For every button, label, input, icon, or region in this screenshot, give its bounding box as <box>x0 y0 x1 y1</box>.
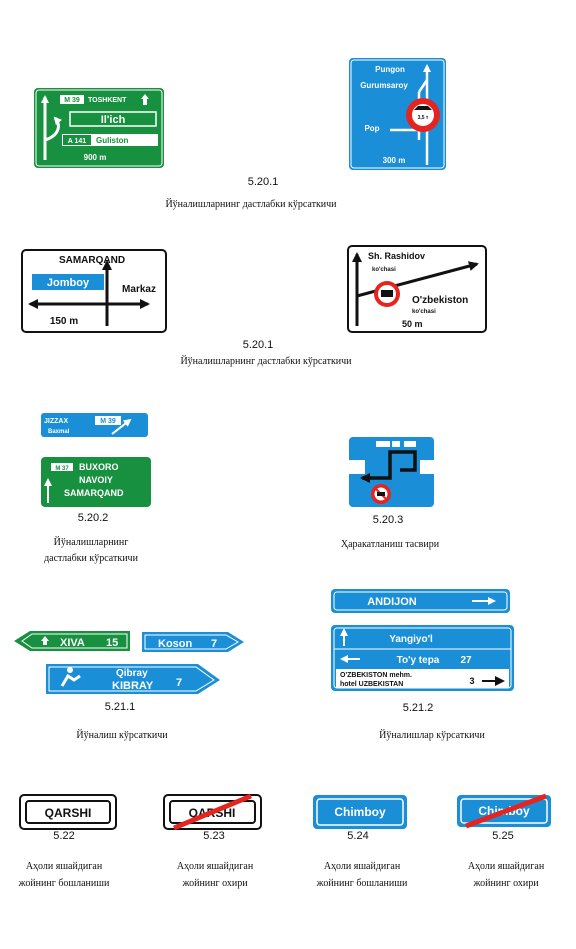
sign-caption: Аҳоли яшайдиган <box>26 861 103 872</box>
sign-5-20-3 <box>349 437 434 507</box>
sign-code: 5.20.3 <box>373 514 404 526</box>
sign-5-23: QARSHI <box>163 793 262 831</box>
sign-code: 5.20.2 <box>78 512 109 524</box>
sign-caption: Йўналиш кўрсаткичи <box>76 729 168 741</box>
sign-caption: дастлабки кўрсаткичи <box>44 553 139 564</box>
destination-label: NAVOIY <box>79 475 113 485</box>
destination-label: ANDIJON <box>367 596 417 608</box>
route-badge: M 37 <box>55 466 69 472</box>
sign-5-21-2-top: ANDIJON <box>331 589 510 613</box>
sign-caption: Йўналишларнинг дастлабки кўрсаткичи <box>165 198 337 210</box>
destination-label: KIBRAY <box>112 680 154 692</box>
sign-code: 5.22 <box>53 830 74 842</box>
destination-label: Pungon <box>375 65 405 74</box>
destination-label: hotel UZBEKISTAN <box>340 681 403 688</box>
distance-label: 150 m <box>50 316 78 327</box>
sign-5-20-1-white-2: Sh. Rashidov ko'chasi O'zbekiston ko'cha… <box>347 245 487 333</box>
destination-label: Jomboy <box>47 277 90 289</box>
destination-label: Il'ich <box>101 114 126 126</box>
destination-sublabel: ko'chasi <box>372 267 396 273</box>
distance-number: 27 <box>460 655 472 666</box>
settlement-name: QARSHI <box>45 806 92 820</box>
sign-code: 5.25 <box>492 830 513 842</box>
distance-label: 300 m <box>383 156 406 165</box>
sign-code: 5.20.1 <box>248 176 279 188</box>
distance-number: 3 <box>469 676 474 686</box>
sign-caption: жойнинг бошланиши <box>316 878 408 889</box>
sign-caption: Йўналишлар кўрсаткичи <box>379 729 485 741</box>
destination-label: Yangiyo'l <box>389 634 433 645</box>
destination-label: BUXORO <box>79 462 119 472</box>
destination-label: XIVA <box>60 637 85 649</box>
destination-label: SAMARQAND <box>59 255 125 266</box>
sign-5-21-2-stack: Yangiyo'l To'y tepa 27 O'ZBEKISTON mehm.… <box>331 625 514 691</box>
sign-code: 5.20.1 <box>243 339 274 351</box>
destination-label: Sh. Rashidov <box>368 251 425 261</box>
sign-5-20-1-green: M 39 TOSHKENT Il'ich A 141 Guliston 900 … <box>34 88 164 168</box>
destination-label: Guliston <box>96 136 129 145</box>
sign-5-20-2-green: M 37 BUXORO NAVOIY SAMARQAND <box>41 457 151 507</box>
distance-number: 7 <box>211 638 217 650</box>
route-badge: M 39 <box>100 418 116 425</box>
destination-label: To'y tepa <box>397 655 440 666</box>
sign-caption: Ҳаракатланиш тасвири <box>341 539 440 550</box>
destination-label: Koson <box>158 638 193 650</box>
sign-5-24: Chimboy <box>313 795 407 829</box>
distance-label: 50 m <box>402 319 423 329</box>
destination-label: Markaz <box>122 284 156 295</box>
runner-icon <box>60 667 81 687</box>
sign-5-21-1-green: XIVA 15 <box>14 631 130 651</box>
destination-label: TOSHKENT <box>88 97 127 104</box>
destination-label: O'zbekiston <box>412 295 468 306</box>
sign-5-22: QARSHI <box>19 794 117 830</box>
sign-caption: Аҳоли яшайдиган <box>324 861 401 872</box>
distance-number: 7 <box>176 677 182 689</box>
destination-label: Gurumsaroy <box>360 81 408 90</box>
sign-caption: жойнинг бошланиши <box>18 878 110 889</box>
destination-sublabel: ko'chasi <box>412 309 436 315</box>
destination-label: Pop <box>364 124 379 133</box>
sign-code: 5.21.2 <box>403 702 434 714</box>
sign-code: 5.21.1 <box>105 701 136 713</box>
sign-caption: Йўналишларнинг <box>54 536 129 548</box>
sign-5-21-1-blue-small: Koson 7 <box>142 632 244 652</box>
sign-caption: жойнинг охири <box>472 878 539 889</box>
destination-label: O'ZBEKISTON mehm. <box>340 672 412 679</box>
sign-code: 5.24 <box>347 830 368 842</box>
destination-label: Baxmal <box>48 429 70 435</box>
sign-5-20-1-white: SAMARQAND Jomboy Markaz 150 m <box>21 249 167 333</box>
sign-code: 5.23 <box>203 830 224 842</box>
sign-5-20-2-blue: JIZZAX Baxmal M 39 <box>41 413 148 437</box>
destination-label: SAMARQAND <box>64 488 124 498</box>
sign-5-21-1-blue-large: Qibray KIBRAY 7 <box>46 664 220 694</box>
sign-caption: Аҳоли яшайдиган <box>468 861 545 872</box>
route-badge: M 39 <box>64 97 80 104</box>
distance-label: 900 m <box>84 153 107 162</box>
sign-caption: жойнинг охири <box>181 878 248 889</box>
destination-label: Qibray <box>116 668 148 679</box>
sign-5-25: Chimboy <box>457 793 551 829</box>
settlement-name: Chimboy <box>334 805 386 819</box>
restriction-value: 3,5 т <box>418 115 429 121</box>
airport-icon <box>141 94 149 105</box>
sign-5-20-1-blue: Pungon Gurumsaroy Pop 3,5 т 300 m <box>349 58 446 170</box>
sign-caption: Аҳоли яшайдиган <box>177 861 254 872</box>
destination-label: JIZZAX <box>44 418 68 425</box>
distance-number: 15 <box>106 637 118 649</box>
sign-caption: Йўналишларнинг дастлабки кўрсаткичи <box>180 355 352 367</box>
route-badge: A 141 <box>68 138 87 145</box>
